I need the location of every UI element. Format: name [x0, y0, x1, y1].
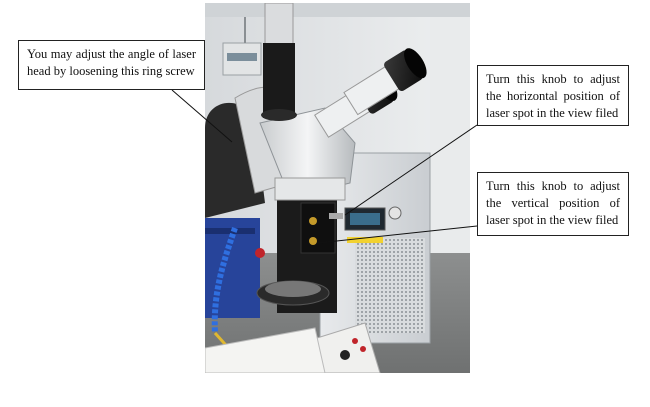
vertical-knob-callout: Turn this knob to adjust the vertical po…	[477, 172, 629, 236]
vertical-knob-text: Turn this knob to adjust the vertical po…	[486, 179, 620, 227]
ring-screw-text: You may adjust the angle of laser head b…	[27, 47, 196, 78]
horizontal-knob-callout: Turn this knob to adjust the horizontal …	[477, 65, 629, 126]
machine-illustration	[205, 3, 470, 373]
horizontal-knob-text: Turn this knob to adjust the horizontal …	[486, 72, 620, 120]
machine-photo	[205, 3, 470, 373]
ring-screw-callout: You may adjust the angle of laser head b…	[18, 40, 205, 90]
